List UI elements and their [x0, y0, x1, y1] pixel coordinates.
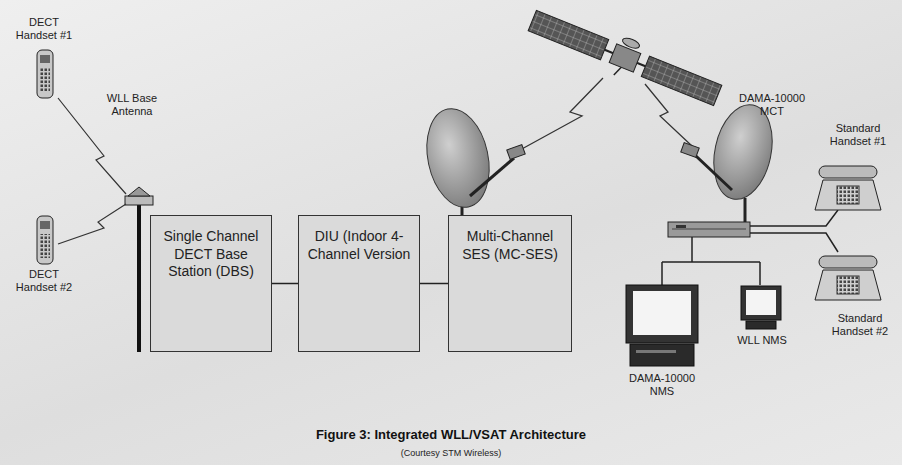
- satellite: [525, 2, 725, 114]
- wll-antenna: [125, 187, 153, 352]
- mct-unit: [668, 222, 750, 237]
- credit-note: (Courtesy STM Wireless): [351, 448, 551, 458]
- telephone: [815, 270, 881, 300]
- telephone: [815, 180, 881, 210]
- process-box: Multi-Channel SES (MC-SES): [448, 215, 572, 352]
- part-label: DAMA-10000 MCT: [735, 92, 809, 117]
- telephone: [837, 186, 859, 204]
- satellite-dish: [470, 158, 514, 196]
- computer-monitor: [633, 291, 691, 335]
- mct-unit: [672, 229, 746, 230]
- telephone: [819, 256, 877, 268]
- mct-unit: [676, 225, 686, 228]
- computer-monitor: [741, 286, 781, 320]
- part-label: WLL Base Antenna: [100, 92, 164, 117]
- wire: [750, 233, 838, 252]
- box-label: DIU (Indoor 4-Channel Version: [305, 228, 413, 263]
- wire: [691, 237, 693, 262]
- telephone: [815, 166, 881, 210]
- satellite: [621, 36, 641, 50]
- part-label: DECT Handset #2: [13, 268, 75, 293]
- wire: [759, 262, 761, 285]
- dect-handset: [40, 68, 50, 92]
- box-label: Multi-Channel SES (MC-SES): [455, 228, 565, 263]
- part-label: WLL NMS: [736, 334, 788, 347]
- satellite-dish: [681, 143, 699, 158]
- satellite: [641, 56, 722, 106]
- satellite-link: [645, 84, 692, 146]
- computer-monitor: [630, 344, 694, 366]
- dect-handset: [40, 55, 50, 63]
- satellite-dish: [681, 99, 781, 223]
- box-label: Single Channel DECT Base Station (DBS): [157, 228, 265, 281]
- wll-antenna: [125, 196, 153, 205]
- satellite-dish: [696, 156, 732, 190]
- telephone: [819, 166, 877, 178]
- part-label: Standard Handset #1: [820, 122, 896, 147]
- mct-unit: [668, 222, 750, 237]
- dect-handset: [37, 50, 53, 98]
- satellite-dish: [418, 103, 525, 216]
- wireless-link: [58, 204, 126, 244]
- wll-antenna: [137, 200, 141, 352]
- computer-monitor: [636, 350, 676, 353]
- part-label: DECT Handset #1: [13, 16, 75, 41]
- dect-handset: [37, 50, 53, 98]
- dect-handset: [37, 216, 53, 264]
- computer-monitor: [746, 290, 776, 315]
- figure-caption: Figure 3: Integrated WLL/VSAT Architectu…: [201, 427, 701, 442]
- telephone: [815, 256, 881, 300]
- satellite-dish: [744, 198, 747, 223]
- dect-handset: [40, 221, 50, 229]
- dect-handset: [37, 216, 53, 264]
- wll-antenna: [128, 187, 150, 196]
- connector-line: [420, 283, 448, 285]
- satellite: [614, 66, 621, 77]
- wire: [662, 261, 760, 263]
- satellite-dish: [507, 145, 525, 160]
- process-box: Single Channel DECT Base Station (DBS): [150, 215, 272, 352]
- satellite-link: [520, 78, 603, 150]
- computer-monitor: [626, 285, 698, 366]
- computer-monitor: [746, 321, 776, 329]
- wire: [662, 210, 838, 285]
- part-label: DAMA-10000 NMS: [620, 372, 704, 397]
- wire: [661, 262, 663, 285]
- part-label: Standard Handset #2: [822, 312, 898, 337]
- computer-monitor: [741, 286, 781, 329]
- computer-monitor: [626, 285, 698, 343]
- process-box: DIU (Indoor 4-Channel Version: [298, 215, 420, 352]
- wire: [750, 210, 838, 226]
- connector-line: [272, 283, 298, 285]
- telephone: [837, 276, 859, 294]
- dect-handset: [40, 234, 50, 258]
- satellite: [528, 10, 609, 60]
- satellite-dish: [418, 103, 497, 213]
